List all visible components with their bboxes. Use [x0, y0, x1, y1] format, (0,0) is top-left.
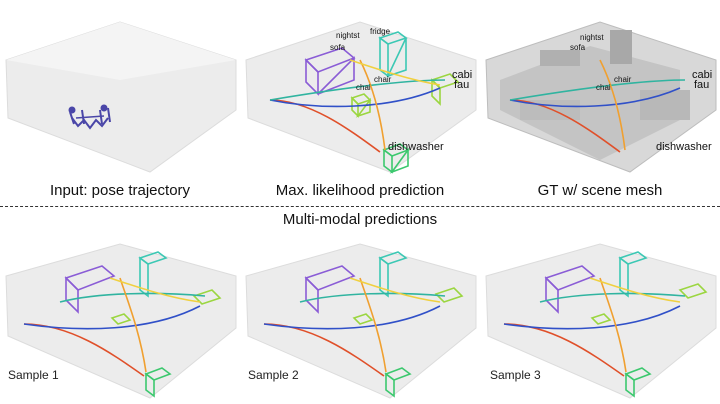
sample-trajectories: [263, 277, 446, 377]
label-dishwasher: dishwasher: [388, 141, 444, 153]
sample-boxes: [64, 251, 222, 398]
pose-trajectory: [68, 104, 111, 130]
caption-gt: GT w/ scene mesh: [537, 182, 663, 199]
gt-trajectories: [509, 59, 686, 153]
label-chair-a: chair: [374, 75, 392, 84]
panel-sample-3: [480, 232, 720, 404]
panel-sample-1: [0, 232, 240, 404]
room-floor: [245, 243, 477, 399]
label-dishwasher: dishwasher: [656, 141, 712, 153]
room-floor: [485, 243, 717, 399]
sample-boxes: [544, 251, 708, 398]
sample-trajectories: [503, 277, 686, 377]
sample-label-3: Sample 3: [490, 368, 541, 382]
room-floor: [5, 21, 237, 173]
label-cabinet: cabi: [452, 69, 472, 81]
sofa-box: [304, 47, 356, 96]
scene-mesh: [485, 21, 717, 173]
label-cabinet: cabi: [692, 69, 712, 81]
label-sofa: sofa: [330, 43, 346, 52]
label-chair-a: chair: [614, 75, 632, 84]
label-nightstand: nightst: [336, 31, 360, 40]
fridge-box: [378, 31, 408, 78]
panel-sample-2: [240, 232, 480, 404]
room-floor: [5, 243, 237, 399]
label-fridge: fridge: [370, 27, 391, 36]
panel-gt-scene-mesh: nightst sofa chair chai cabi fau dishwas…: [480, 0, 720, 180]
predicted-trajectories: [269, 59, 446, 153]
section-divider: [0, 206, 720, 207]
sample-trajectories: [23, 277, 206, 377]
label-chair-b: chai: [356, 83, 371, 92]
label-faucet: fau: [694, 79, 709, 91]
dishwasher-box: [382, 143, 410, 174]
section-title: Multi-modal predictions: [282, 211, 438, 228]
sample-label-1: Sample 1: [8, 368, 59, 382]
sample-label-2: Sample 2: [248, 368, 299, 382]
panel-input-trajectory: [0, 0, 240, 180]
label-faucet: fau: [454, 79, 469, 91]
caption-input: Input: pose trajectory: [49, 182, 191, 199]
sample-boxes: [304, 251, 464, 398]
caption-max-likelihood: Max. likelihood prediction: [275, 182, 445, 199]
label-sofa: sofa: [570, 43, 586, 52]
panel-max-likelihood: nightst fridge sofa chair chai cabi fau …: [240, 0, 480, 180]
room-floor: [245, 21, 477, 173]
label-nightstand: nightst: [580, 33, 604, 42]
label-chair-b: chai: [596, 83, 611, 92]
